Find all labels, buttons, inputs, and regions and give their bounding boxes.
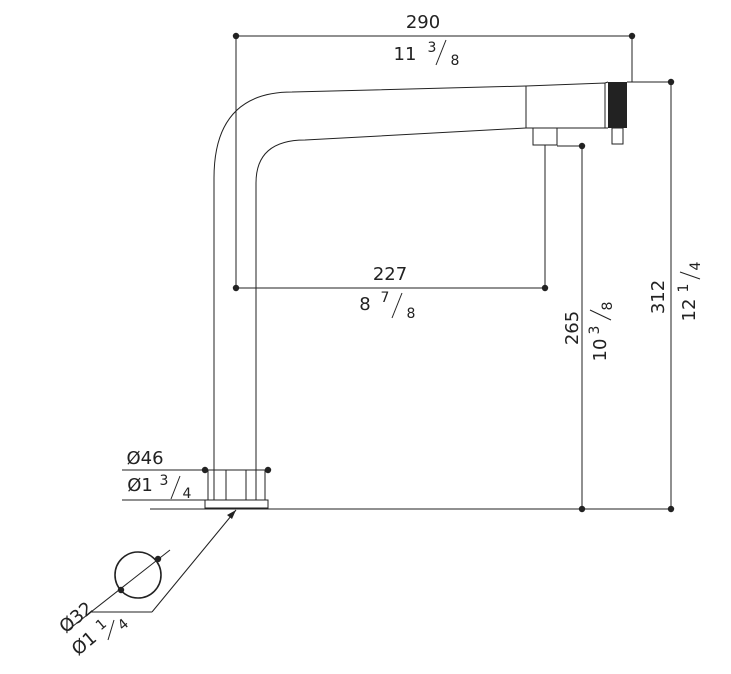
base-diameter-mm: Ø46	[126, 448, 163, 469]
spout-height-inch-den: 8	[600, 302, 616, 311]
dimension-total-height: 312 12 1 4	[627, 78, 704, 513]
column-inner	[255, 127, 527, 500]
reach-inch-num: 7	[381, 290, 390, 306]
dimension-reach: 227 8 7 8	[232, 145, 549, 322]
reach-inch-den: 8	[407, 306, 416, 322]
hole-diameter-inch-num: 1	[93, 616, 110, 634]
base-plate	[204, 499, 269, 509]
total-height-inch-whole: 12	[679, 299, 700, 322]
spout-head	[525, 82, 606, 129]
base-diameter-inch-whole: Ø1	[127, 475, 153, 496]
hole-diameter-mm: Ø32	[56, 598, 98, 638]
spout-height-inch-whole: 10	[590, 339, 611, 362]
hole-diameter-inch-den: 4	[115, 616, 132, 634]
total-height-inch-num: 1	[676, 284, 692, 293]
reach-mm: 227	[373, 264, 407, 285]
width-inch-num: 3	[428, 40, 437, 56]
faucet-outline	[150, 81, 672, 510]
reach-inch-whole: 8	[359, 294, 370, 315]
width-mm: 290	[406, 12, 440, 33]
spout-height-mm: 265	[562, 311, 583, 345]
total-height-inch-den: 4	[688, 261, 704, 270]
dimension-hole-diameter: Ø32 Ø1 1 4	[56, 509, 237, 660]
spout-height-inch-num: 3	[587, 326, 603, 335]
mounting-hole-circle	[114, 551, 162, 599]
base-diameter-inch-den: 4	[183, 486, 192, 502]
lever-handle	[611, 127, 624, 145]
width-inch-whole: 11	[394, 44, 417, 65]
spout-ring	[608, 82, 627, 128]
dimension-width: 290 11 3 8	[232, 12, 636, 290]
total-height-mm: 312	[648, 280, 669, 314]
width-inch-den: 8	[451, 53, 460, 69]
dimension-spout-height: 265 10 3 8	[557, 142, 616, 513]
dimension-base-diameter: Ø46 Ø1 3 4	[122, 448, 272, 502]
base-diameter-inch-num: 3	[160, 473, 169, 489]
spout-outlet	[532, 127, 558, 146]
column-outer	[213, 85, 527, 500]
